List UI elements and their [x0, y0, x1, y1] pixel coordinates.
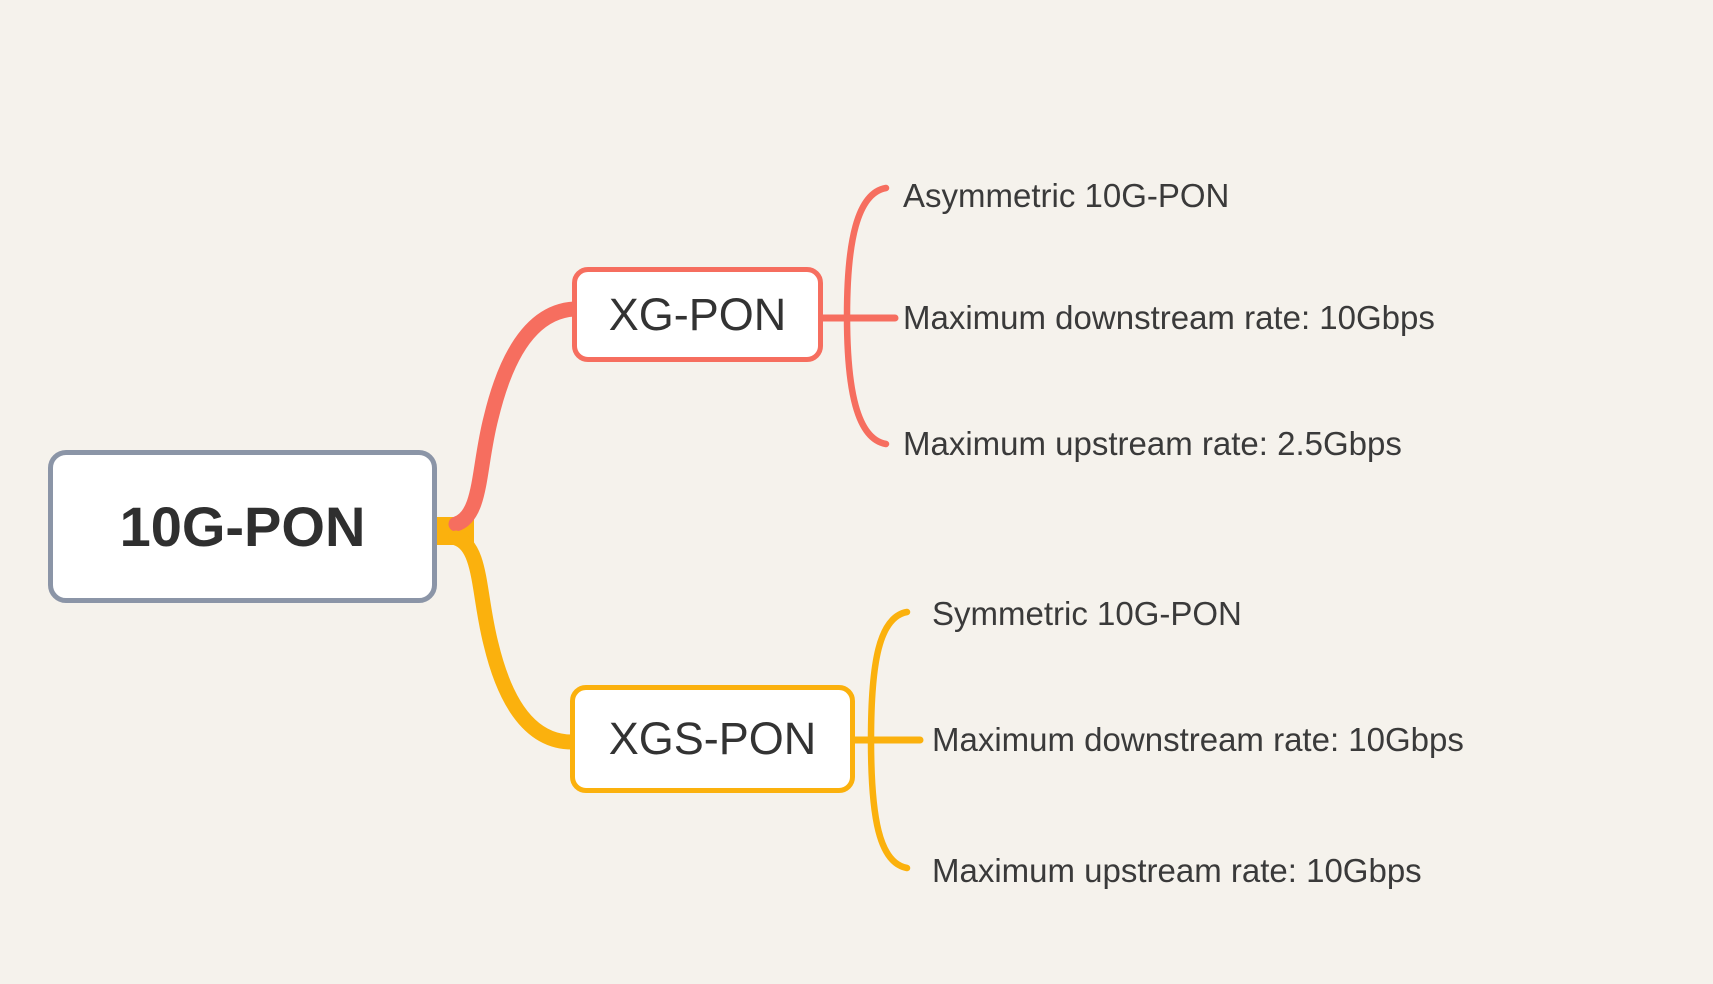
- branch-node-xg-pon[interactable]: XG-PON: [572, 267, 823, 362]
- leaf-bracket-xg: [843, 184, 890, 448]
- leaf-xg-downstream-rate[interactable]: Maximum downstream rate: 10Gbps: [903, 299, 1435, 336]
- leaf-xgs-symmetric[interactable]: Symmetric 10G-PON: [932, 595, 1242, 632]
- leaf-xg-upstream-rate[interactable]: Maximum upstream rate: 2.5Gbps: [903, 425, 1402, 462]
- branch-connector-xg: [448, 301, 582, 532]
- branch-node-xgs-pon[interactable]: XGS-PON: [570, 685, 855, 793]
- root-node-label: 10G-PON: [119, 495, 366, 558]
- branch-node-label: XG-PON: [608, 288, 787, 340]
- leaf-bracket-xgs: [867, 608, 911, 872]
- branch-node-label: XGS-PON: [608, 713, 817, 764]
- leaf-xg-asymmetric[interactable]: Asymmetric 10G-PON: [903, 177, 1230, 214]
- root-node-10g-pon[interactable]: 10G-PON: [48, 450, 437, 603]
- leaf-xgs-upstream-rate[interactable]: Maximum upstream rate: 10Gbps: [932, 852, 1422, 889]
- branch-connector-xgs: [448, 530, 580, 750]
- leaf-xgs-downstream-rate[interactable]: Maximum downstream rate: 10Gbps: [932, 721, 1464, 758]
